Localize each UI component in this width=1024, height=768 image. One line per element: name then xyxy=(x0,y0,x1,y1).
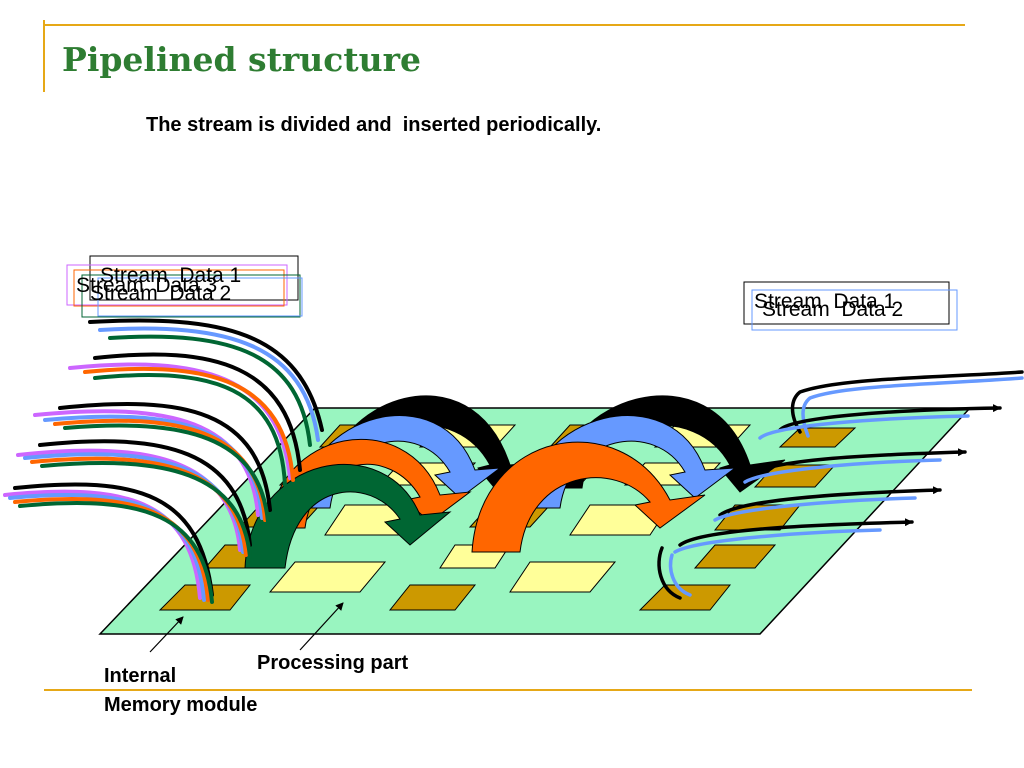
green-arc-1 xyxy=(244,463,452,569)
out-curve-blue xyxy=(758,414,970,440)
pipeline-arcs xyxy=(244,395,786,569)
stream-curve-orange xyxy=(30,456,248,557)
memory-module-pointer xyxy=(149,616,184,653)
processing-part-cell xyxy=(509,561,617,593)
stream-curve-black xyxy=(38,439,252,547)
stream-curve-violet xyxy=(16,448,242,552)
left-label-box-green xyxy=(81,274,301,318)
orange-arc-2 xyxy=(471,441,706,553)
memory-module-cell xyxy=(693,544,777,569)
left-label-box-violet xyxy=(66,264,288,306)
out-curve-blue xyxy=(713,496,917,522)
memory-module-caption: Internal Memory module xyxy=(104,662,257,720)
left-label-box-blue xyxy=(97,277,303,317)
processing-part-pointer xyxy=(299,602,344,651)
memory-module-cell xyxy=(388,584,477,611)
out-curve-black xyxy=(778,404,1002,432)
memory-caption-line-1: Internal xyxy=(104,665,177,687)
left-label-stream-data-1: Stream Data 1 xyxy=(100,264,242,287)
memory-caption-line-2: Memory module xyxy=(104,694,258,716)
out-curve-black xyxy=(678,518,914,547)
stream-curve-green xyxy=(40,461,252,559)
stream-curve-green xyxy=(108,334,312,447)
processing-part-caption: Processing part xyxy=(257,652,409,674)
out-curve-black xyxy=(718,486,942,517)
out-curve-black xyxy=(657,546,682,600)
right-label-stream-data-1: Stream Data 1 xyxy=(754,290,896,313)
slide-subtitle: The stream is divided and inserted perio… xyxy=(146,114,602,136)
stream-curve-green xyxy=(18,500,214,604)
memory-module-cell xyxy=(753,464,837,488)
outgoing-streams xyxy=(657,370,1024,600)
processing-part-cell xyxy=(268,561,387,593)
stream-curve-black xyxy=(88,318,324,432)
label-boxes xyxy=(66,255,958,331)
out-curve-blue xyxy=(801,376,1024,438)
left-label-stream-data-2: Stream Data 2 xyxy=(90,282,232,305)
slide-title: Pipelined structure xyxy=(62,40,421,79)
stream-curve-black xyxy=(93,352,302,472)
stream-curve-black xyxy=(13,482,214,597)
left-label-box-orange xyxy=(73,269,285,307)
stream-curve-violet xyxy=(33,409,260,517)
memory-module-cell xyxy=(638,584,732,611)
right-label-stream-data-2: Stream Data 2 xyxy=(762,298,904,321)
out-curve-blue xyxy=(743,458,942,484)
right-label-box-black xyxy=(743,281,950,325)
stream-curve-orange xyxy=(83,366,295,482)
right-label-box-blue xyxy=(751,289,958,331)
out-curve-blue xyxy=(668,553,692,597)
out-curve-black xyxy=(790,370,1024,434)
incoming-streams xyxy=(3,318,324,604)
stream-curve-black xyxy=(58,402,272,512)
out-curve-blue xyxy=(673,528,882,554)
stream-curve-green xyxy=(93,373,287,487)
memory-module-cell xyxy=(713,504,802,531)
stream-curve-green xyxy=(63,423,270,524)
left-label-stream-data-3: Stream Data 3 xyxy=(76,274,218,297)
stream-curve-blue xyxy=(98,326,320,442)
out-curve-black xyxy=(748,448,967,477)
